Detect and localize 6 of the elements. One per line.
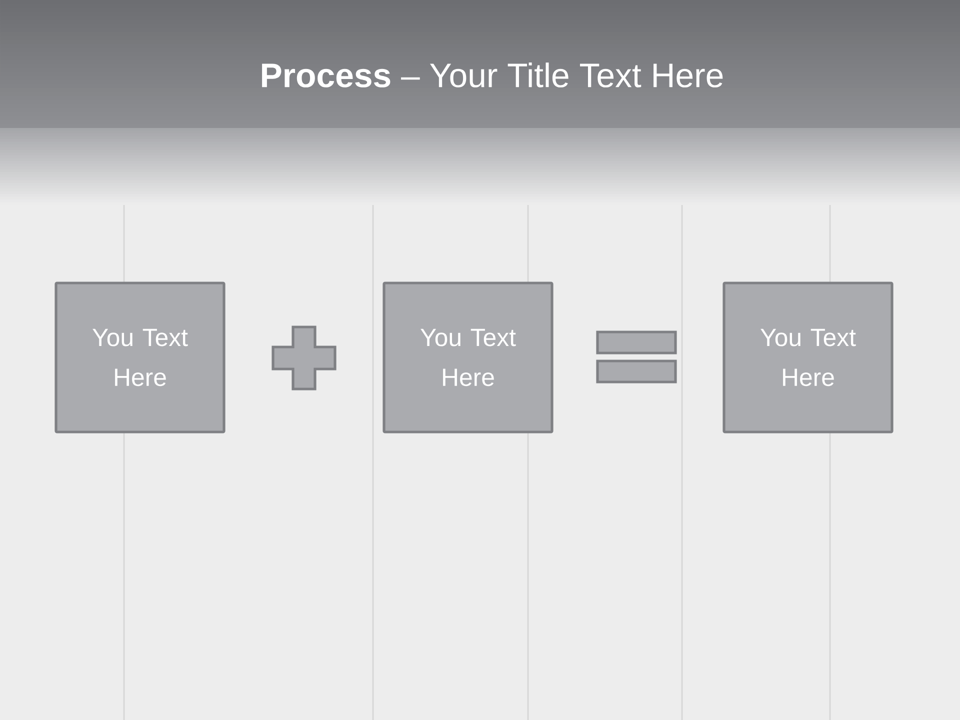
title: Process – Your Title Text Here — [262, 62, 723, 88]
text-box: You Text Here — [722, 282, 894, 434]
text-box: You Text Here — [54, 282, 226, 434]
text-box: You Text Here — [382, 282, 554, 434]
equals-sign — [596, 330, 677, 384]
plus-sign — [272, 326, 336, 390]
